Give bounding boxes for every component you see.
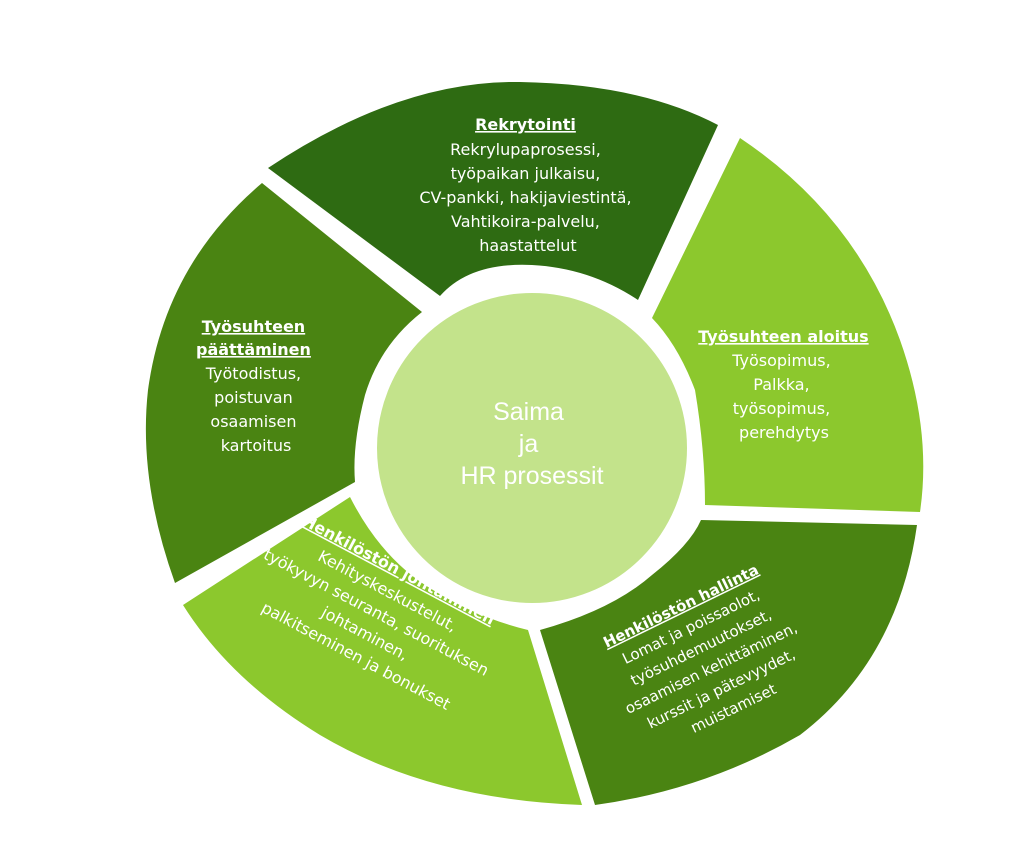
center-label: Saima ja HR prosessit: [460, 398, 603, 490]
tyosuhteen-aloitus-line-4: perehdytys: [739, 423, 829, 442]
segment-henkiloston-johtaminen: [183, 497, 582, 805]
rekrytointi-line-4: Vahtikoira-palvelu,: [451, 212, 600, 231]
segment-henkiloston-hallinta: [540, 520, 917, 805]
rekrytointi-text: Rekrytointi Rekrylupaprosessi, työpaikan…: [419, 115, 636, 255]
tyosuhteen-aloitus-line-3: työsopimus,: [733, 399, 830, 418]
center-line-1: Saima: [493, 398, 564, 426]
rekrytointi-line-5: haastattelut: [479, 236, 576, 255]
rekrytointi-line-1: Rekrylupaprosessi,: [450, 140, 601, 159]
tyosuhteen-paattaminen-line-3: osaamisen: [210, 412, 296, 431]
tyosuhteen-paattaminen-title-1: Työsuhteen: [202, 317, 305, 336]
rekrytointi-line-3: CV-pankki, hakijaviestintä,: [419, 188, 631, 207]
tyosuhteen-aloitus-title: Työsuhteen aloitus: [698, 327, 868, 346]
tyosuhteen-paattaminen-text: Työsuhteen päättäminen Työtodistus, pois…: [196, 317, 316, 455]
segment-rekrytointi: [268, 81, 718, 300]
tyosuhteen-paattaminen-line-1: Työtodistus,: [205, 364, 301, 383]
tyosuhteen-aloitus-line-1: Työsopimus,: [731, 351, 830, 370]
tyosuhteen-paattaminen-line-4: kartoitus: [221, 436, 292, 455]
rekrytointi-title: Rekrytointi: [475, 115, 576, 134]
tyosuhteen-paattaminen-line-2: poistuvan: [214, 388, 293, 407]
center-circle: [367, 283, 697, 613]
rekrytointi-line-2: työpaikan julkaisu,: [451, 164, 601, 183]
center-line-2: ja: [518, 430, 539, 458]
tyosuhteen-aloitus-text: Työsuhteen aloitus Työsopimus, Palkka, t…: [698, 327, 873, 442]
center-line-3: HR prosessit: [460, 462, 603, 490]
segment-tyosuhteen-paattaminen: [145, 183, 422, 583]
tyosuhteen-paattaminen-title-2: päättäminen: [196, 340, 311, 359]
tyosuhteen-aloitus-line-2: Palkka,: [753, 375, 809, 394]
segment-tyosuhteen-aloitus: [652, 138, 924, 512]
